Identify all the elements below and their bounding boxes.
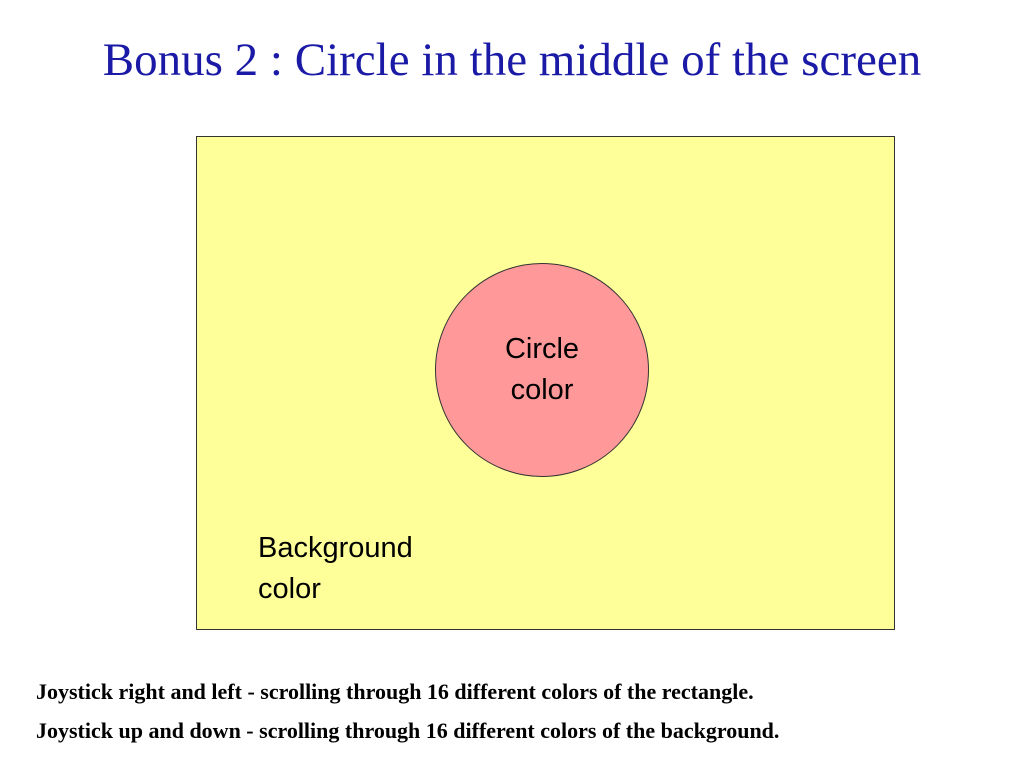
note-joystick-up-down: Joystick up and down - scrolling through…	[36, 718, 780, 743]
circle-color-shape: Circle color	[435, 263, 649, 477]
instruction-notes: Joystick right and left - scrolling thro…	[36, 672, 1016, 750]
slide-title: Bonus 2 : Circle in the middle of the sc…	[102, 34, 922, 86]
circle-color-label: Circle color	[504, 333, 580, 406]
background-color-label: Background color	[258, 532, 413, 605]
note-joystick-left-right: Joystick right and left - scrolling thro…	[36, 679, 754, 704]
